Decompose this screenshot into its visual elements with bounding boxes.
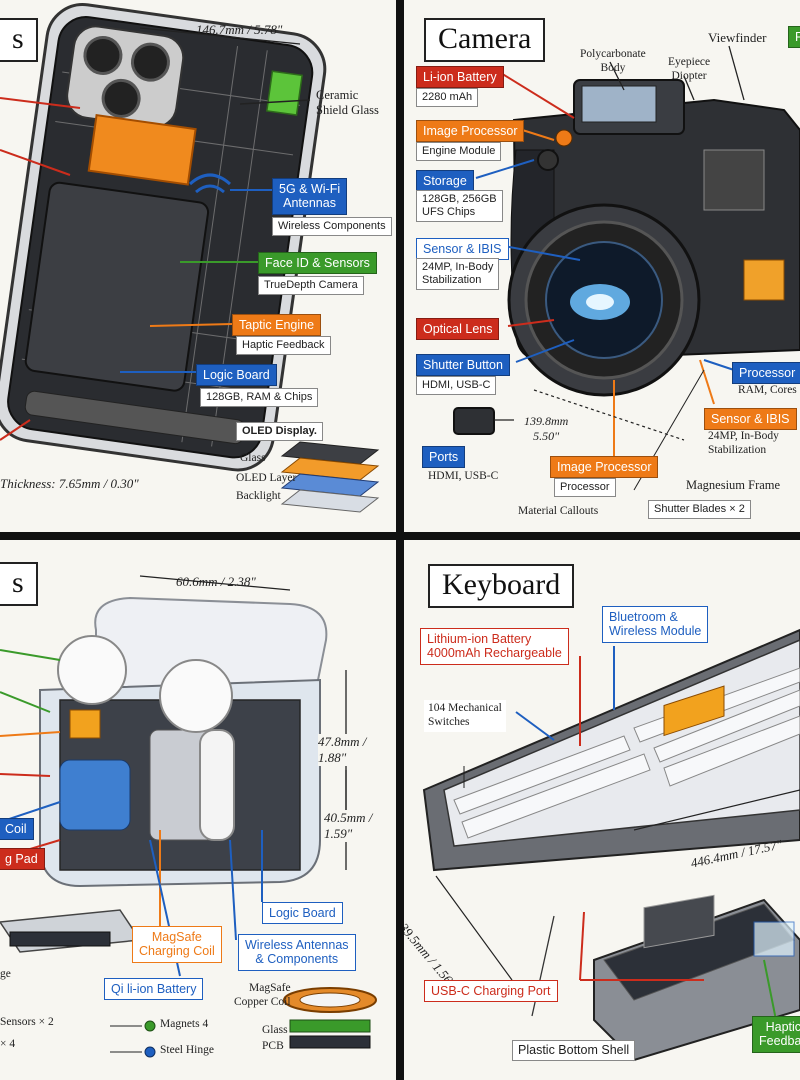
battery-subtitle: 2280 mAh <box>416 88 479 108</box>
image-processor-2-subtitle: Processor <box>554 478 616 498</box>
storage-subtitle: 128GB, 256GB UFS Chips <box>416 190 503 223</box>
magsafe-copper-label: MagSafe Copper Coil <box>234 982 291 1008</box>
keyboard-title: Keyboard <box>428 564 575 608</box>
earbuds-illustration <box>0 575 377 1058</box>
polycarbonate-label: Polycarbonate Body <box>580 48 646 74</box>
magnesium-frame-label: Magnesium Frame <box>686 478 781 492</box>
taptic-subtitle: Haptic Feedback <box>236 336 331 356</box>
camera-dimension: 139.8mm 5.50" <box>524 414 569 443</box>
sensor-tag: Sensor & IBIS <box>416 238 509 261</box>
eyepiece-label: Eyepiece Diopter <box>668 56 711 82</box>
optical-lens-tag: Optical Lens <box>416 318 500 341</box>
ports-tag: Ports <box>422 446 466 469</box>
image-processor-tag: Image Processor <box>416 120 525 143</box>
camera-illustration <box>453 45 800 491</box>
logic-board-subtitle: 128GB, RAM & Chips <box>200 388 319 408</box>
coil-tag: Coil <box>0 818 34 841</box>
charging-pad-tag: g Pad <box>0 848 45 871</box>
logic-board-tag: Logic Board <box>196 364 277 387</box>
camera-green-tag: F <box>788 26 800 49</box>
ports-subtitle: HDMI, USB-C <box>428 470 499 482</box>
glass-label: Glass <box>262 1024 288 1036</box>
pcb-label: PCB <box>262 1040 284 1052</box>
material-callouts-label: Material Callouts <box>518 505 599 517</box>
usbc-port-tag: USB-C Charging Port <box>424 980 558 1003</box>
shutter-blades-label: Shutter Blades × 2 <box>648 500 751 520</box>
storage-tag: Storage <box>416 170 474 193</box>
faceid-tag: Face ID & Sensors <box>258 252 377 275</box>
haptic-tag: Haptic Feedbac <box>752 1016 800 1053</box>
earbuds-height-dimension-1: 47.8mm / 1.88" <box>318 734 367 766</box>
sensor-subtitle: 24MP, In-Body Stabilization <box>416 258 500 291</box>
shutter-button-tag: Shutter Button <box>416 354 510 377</box>
times-four-label: × 4 <box>0 1038 16 1050</box>
steel-hinge-label: Steel Hinge <box>160 1044 214 1056</box>
oled-backlight-label: Backlight <box>236 490 281 502</box>
keyboard-panel: Keyboard Lithium-ion Battery 4000mAh Rec… <box>404 540 800 1080</box>
oled-layer-label: OLED Layer <box>236 472 297 484</box>
logic-board-tag: Logic Board <box>262 902 343 925</box>
camera-title: Camera <box>424 18 546 62</box>
viewfinder-label: Viewfinder <box>708 30 767 45</box>
earbuds-width-dimension: 60.6mm / 2.38" <box>176 574 256 589</box>
ceramic-shield-label: Ceramic Shield Glass <box>316 88 379 117</box>
earbuds-height-dimension-2: 40.5mm / 1.59" <box>324 810 373 842</box>
wireless-antennas-tag: Wireless Antennas & Components <box>238 934 356 971</box>
battery-tag: Li-ion Battery <box>416 66 504 89</box>
image-processor-subtitle: Engine Module <box>416 142 502 162</box>
magsafe-coil-tag: MagSafe Charging Coil <box>132 926 222 963</box>
antennas-tag: 5G & Wi-Fi Antennas <box>272 178 348 215</box>
sensor-ibis-subtitle: 24MP, In-Body Stabilization <box>708 430 779 456</box>
phone-panel: s 146.7mm / 5.78" Ceramic Shield Glass 5… <box>0 0 396 532</box>
sensors-label: Sensors × 2 <box>0 1016 54 1028</box>
shutter-button-subtitle: HDMI, USB-C <box>416 376 497 396</box>
phone-title: s <box>0 18 38 62</box>
oled-title: OLED Display. <box>236 422 323 442</box>
image-processor-2-tag: Image Processor <box>550 456 659 479</box>
phone-thickness-dimension: Thickness: 7.65mm / 0.30" <box>0 476 139 491</box>
bluetooth-tag: Bluetroom & Wireless Module <box>602 606 709 643</box>
earbuds-panel: s 60.6mm / 2.38" 47.8mm / 1.88" 40.5mm /… <box>0 540 396 1080</box>
keyboard-illustration <box>422 628 800 1062</box>
edge-label: ge <box>0 968 11 980</box>
oled-glass-label: Glass <box>240 452 266 464</box>
processor-tag: Processor <box>732 362 800 385</box>
faceid-subtitle: TrueDepth Camera <box>258 276 364 296</box>
battery-tag: Lithium-ion Battery 4000mAh Rechargeable <box>420 628 569 665</box>
processor-subtitle: RAM, Cores <box>738 384 797 396</box>
taptic-tag: Taptic Engine <box>232 314 322 337</box>
bottom-shell-label: Plastic Bottom Shell <box>512 1040 636 1061</box>
battery-tag: Qi li-ion Battery <box>104 978 204 1001</box>
antennas-subtitle: Wireless Components <box>272 217 392 237</box>
magnets-label: Magnets 4 <box>160 1018 209 1030</box>
sensor-ibis-tag: Sensor & IBIS <box>704 408 797 431</box>
switches-label: 104 Mechanical Switches <box>424 700 506 732</box>
phone-width-dimension: 146.7mm / 5.78" <box>196 22 283 37</box>
camera-panel: Camera Viewfinder F Polycarbonate Body E… <box>404 0 800 532</box>
earbuds-title: s <box>0 562 38 606</box>
